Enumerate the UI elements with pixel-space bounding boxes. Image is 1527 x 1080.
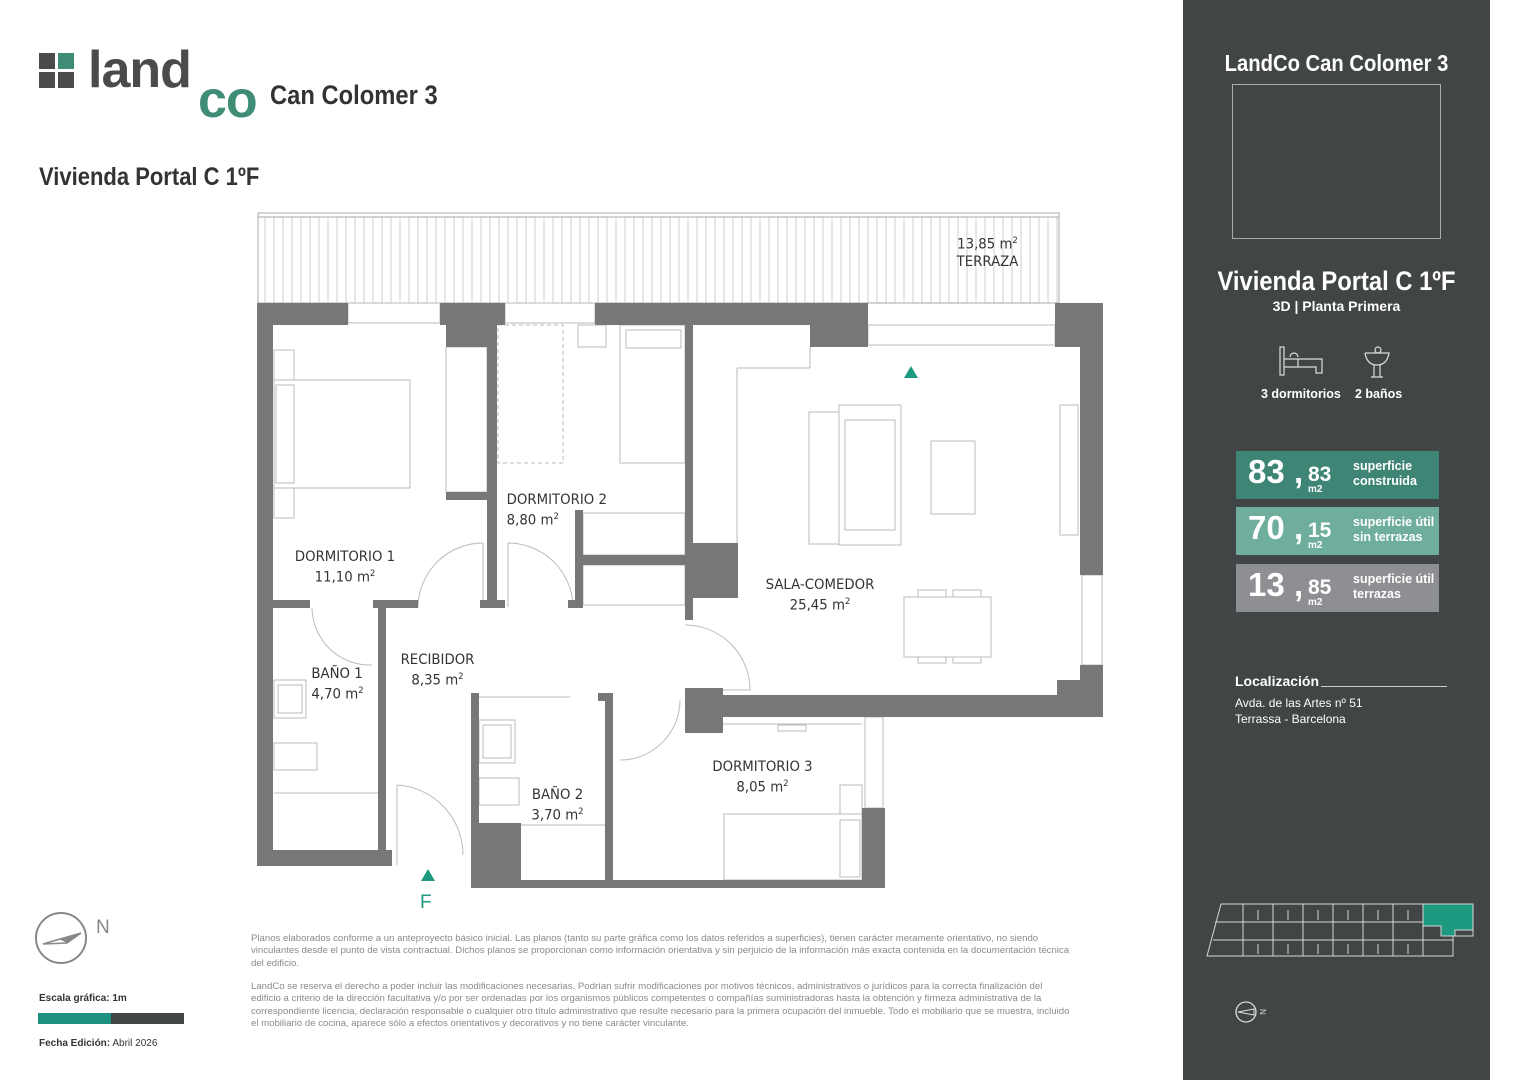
render-image-placeholder	[1232, 84, 1441, 239]
bed-icon	[1279, 346, 1323, 376]
location-title: Localización	[1235, 673, 1320, 689]
bedrooms-count: 3 dormitorios	[1261, 387, 1341, 401]
project-name: Can Colomer 3	[270, 80, 438, 110]
entrance-marker-icon	[421, 869, 435, 881]
logo-land: land	[88, 41, 192, 99]
logo-co: co	[198, 71, 258, 129]
unit-highlight	[1422, 903, 1474, 937]
address-line-1: Avda. de las Artes nº 51	[1235, 696, 1363, 710]
panel-unit-title: Vivienda Portal C 1ºF	[1217, 266, 1456, 296]
disclaimer-1: Planos elaborados conforme a un anteproy…	[251, 933, 1070, 969]
sink-icon	[1364, 346, 1390, 378]
location-divider	[1321, 686, 1447, 687]
scale-label: Escala gráfica: 1m	[39, 993, 127, 1004]
scale-bar-dark	[111, 1013, 184, 1024]
compass-icon	[35, 912, 87, 964]
edition-date: Fecha Edición: Abril 2026	[39, 1038, 158, 1049]
panel-project-title: LandCo Can Colomer 3	[1224, 50, 1449, 76]
north-label: N	[96, 917, 110, 938]
entrance-label: F	[420, 892, 432, 913]
building-key-plan	[1206, 903, 1474, 957]
view-marker-icon	[904, 366, 918, 378]
address-line-2: Terrassa - Barcelona	[1235, 712, 1346, 726]
key-plan-compass-icon: N	[1235, 1001, 1267, 1023]
disclaimer-2: LandCo se reserva el derecho a poder inc…	[251, 981, 1070, 1030]
page-title: Vivienda Portal C 1ºF	[39, 163, 260, 191]
panel-subtitle: 3D | Planta Primera	[1272, 298, 1401, 314]
floor-plan	[257, 212, 1103, 888]
svg-text:N: N	[1258, 1009, 1267, 1015]
info-panel: LandCo Can Colomer 3 Vivienda Portal C 1…	[1183, 0, 1490, 1080]
scale-bar-green	[38, 1013, 111, 1024]
bathrooms-count: 2 baños	[1355, 387, 1403, 401]
walls	[257, 303, 1103, 888]
